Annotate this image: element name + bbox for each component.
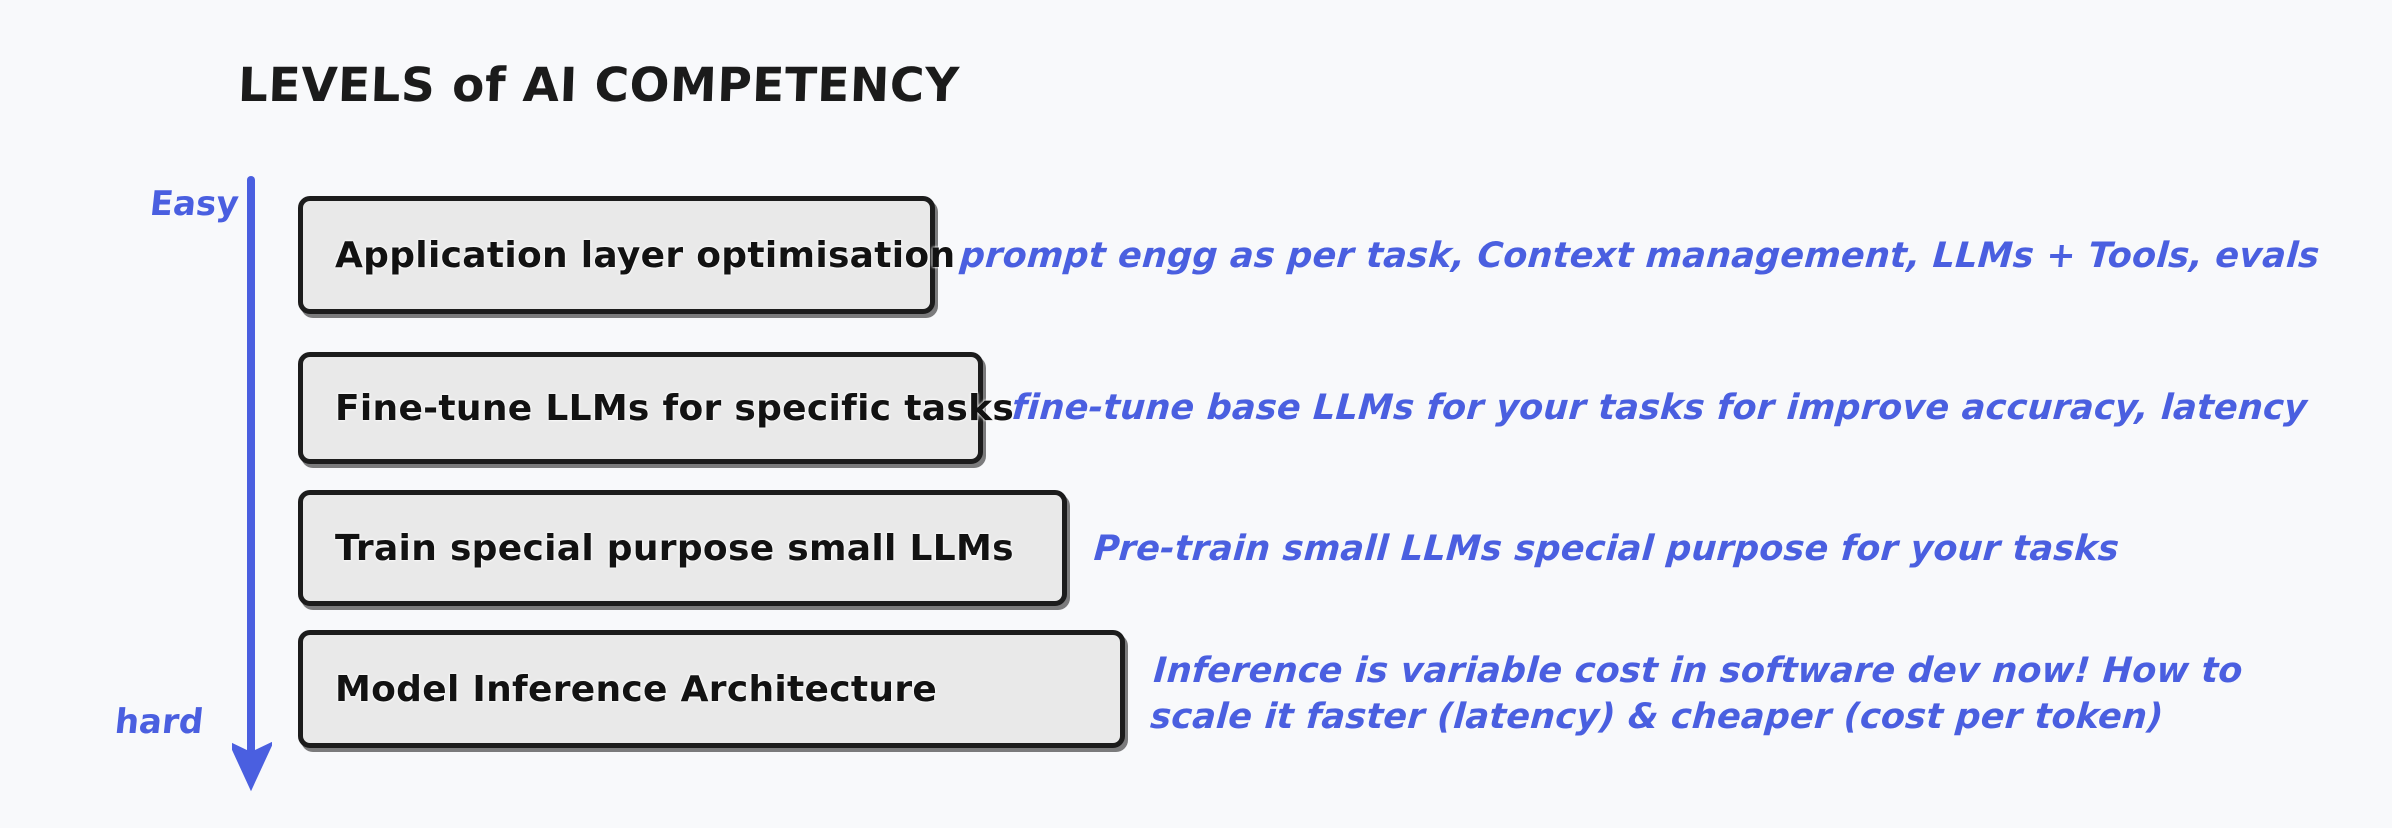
page-title: LEVELS of AI COMPETENCY	[237, 58, 961, 113]
level-label-1: Application layer optimisation	[335, 234, 956, 276]
down-arrow-icon	[232, 176, 272, 792]
level-box-3[interactable]: Train special purpose small LLMs	[298, 490, 1067, 606]
level-annotation-2: fine-tune base LLMs for your tasks for i…	[1010, 388, 2309, 428]
level-label-3: Train special purpose small LLMs	[335, 527, 1014, 569]
axis-label-hard: hard	[112, 702, 206, 742]
level-box-4[interactable]: Model Inference Architecture	[298, 630, 1125, 748]
level-label-4: Model Inference Architecture	[335, 668, 938, 710]
level-box-1[interactable]: Application layer optimisation	[298, 196, 955, 314]
level-box-2[interactable]: Fine-tune LLMs for specific tasks	[298, 352, 1014, 464]
level-annotation-1: prompt engg as per task, Context managem…	[958, 236, 2321, 276]
level-label-2: Fine-tune LLMs for specific tasks	[335, 387, 1015, 429]
level-annotation-3: Pre-train small LLMs special purpose for…	[1092, 529, 2121, 569]
level-annotation-4: Inference is variable cost in software d…	[1148, 651, 2245, 738]
axis-label-easy: Easy	[147, 184, 241, 224]
